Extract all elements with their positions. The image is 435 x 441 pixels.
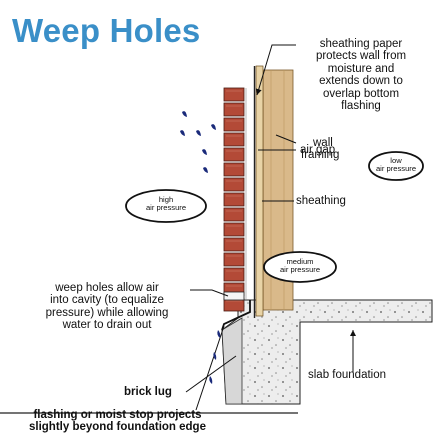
brick [223,207,245,222]
label-line: into cavity (to equalize [50,294,164,307]
brick-lug-label: brick lug [124,386,172,398]
label-line: sheathing paper [319,38,403,50]
label-line: slightly beyond foundation edge [29,421,206,434]
label-line: pressure) while allowing [45,306,169,319]
label-line: air pressure [279,265,321,274]
label-line: water to drain out [62,319,152,332]
slab-foundation [221,299,433,405]
sheathing-label: sheathing [296,195,346,207]
medium-pressure-oval [263,251,337,283]
high-pressure-oval [125,189,207,223]
label-line: wall [313,137,333,149]
label-line: flashing or moist stop projects [33,409,202,421]
brick [223,117,245,132]
medium-pressure-label: medium air pressure [270,258,330,274]
brick [223,147,245,162]
air-gap-label: air gap [300,144,336,156]
label-line: air pressure [375,164,417,173]
brick [223,252,245,267]
label-line: overlap bottom [322,87,400,100]
brick [223,177,245,192]
brick [223,222,245,237]
brick [223,132,245,147]
weep-holes-label: weep holes allow air into cavity (to equ… [22,282,192,332]
brick-lug-leader [185,355,237,393]
label-line: high [158,195,174,204]
brick-lug [221,317,243,405]
brick [223,267,245,282]
label-line: extends down to [319,75,403,88]
raindrop-icon [180,111,216,173]
page-title: Weep Holes [12,12,201,49]
weep-holes-leader [190,289,229,297]
brick [223,102,245,117]
label-line: moisture and [327,62,395,75]
framing-leader [275,134,297,144]
flashing [221,300,251,331]
label-line: flashing [341,100,381,113]
brick [223,87,245,102]
drip-icon [209,330,221,384]
sheathing-board [255,65,264,317]
brick [223,162,245,177]
low-pressure-label: low air pressure [372,157,420,173]
wall-framing-label: wall framing [301,137,339,162]
flashing-label: flashing or moist stop projects slightly… [10,409,225,434]
label-line: protects wall from [315,50,407,63]
sheathing-paper-label: sheathing paper protects wall from moist… [296,38,426,112]
flashing-leader [195,325,225,411]
sheathing-paper-leader [255,44,296,96]
weep-hole [223,291,245,301]
high-pressure-label: high air pressure [136,196,196,212]
brick [223,237,245,252]
brick [223,192,245,207]
label-line: medium [286,257,314,266]
label-line: air pressure [145,203,187,212]
label-line: weep holes allow air [55,282,159,294]
slab-foundation-label: slab foundation [308,369,387,381]
brick-wall [223,87,247,312]
label-line: framing [301,149,340,162]
label-line: low [390,156,402,165]
low-pressure-oval [368,151,424,181]
